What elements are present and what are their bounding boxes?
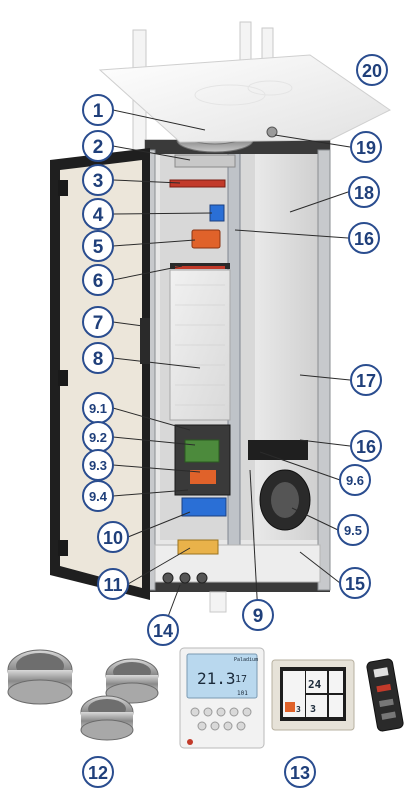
callout-9-4: 9.4 [82, 480, 114, 512]
controller-secondary-reading: 17 [235, 674, 247, 685]
callout-13: 13 [284, 756, 316, 788]
svg-text:9.6: 9.6 [346, 473, 364, 488]
svg-text:3: 3 [93, 171, 104, 192]
controller-bottom-reading: 101 [237, 690, 248, 697]
duct-rings [7, 649, 159, 741]
svg-text:2: 2 [93, 137, 104, 158]
svg-text:1: 1 [93, 101, 104, 122]
callout-18: 18 [348, 176, 380, 208]
svg-text:14: 14 [153, 621, 173, 641]
callout-10: 10 [97, 521, 129, 553]
touch-panel: 24 3 3 [271, 659, 355, 731]
callout-17: 17 [350, 364, 382, 396]
svg-text:9.1: 9.1 [89, 401, 107, 416]
leader-lines [112, 109, 351, 631]
svg-text:9.2: 9.2 [89, 430, 107, 445]
callout-6: 6 [82, 264, 114, 296]
touch-value-2: 3 [310, 704, 316, 715]
callout-3: 3 [82, 164, 114, 196]
callout-11: 11 [97, 568, 129, 600]
front-door [50, 148, 150, 600]
callout-9: 9 [242, 599, 274, 631]
svg-text:5: 5 [93, 237, 104, 258]
callout-20: 20 [356, 54, 388, 86]
callout-12: 12 [82, 756, 114, 788]
callout-9-5: 9.5 [337, 514, 369, 546]
svg-text:17: 17 [356, 371, 376, 391]
touch-value-1: 24 [308, 678, 322, 691]
controller-brand: Paladium [234, 657, 258, 663]
svg-text:10: 10 [103, 528, 123, 548]
internal-components [162, 126, 311, 584]
callout-9-6: 9.6 [339, 464, 371, 496]
callout-16-upper: 16 [348, 222, 380, 254]
callout-4: 4 [82, 198, 114, 230]
callout-7: 7 [82, 306, 114, 338]
svg-text:16: 16 [354, 229, 374, 249]
lcd-controller: Paladium 21.3 17 101 [179, 647, 265, 749]
remote-control [366, 658, 404, 732]
callout-16-lower: 16 [350, 430, 382, 462]
callout-1: 1 [82, 94, 114, 126]
callout-14: 14 [147, 614, 179, 646]
controller-main-reading: 21.3 [197, 669, 236, 688]
callout-9-3: 9.3 [82, 449, 114, 481]
callout-8: 8 [82, 342, 114, 374]
svg-text:12: 12 [88, 763, 108, 783]
svg-text:15: 15 [345, 574, 365, 594]
svg-text:9.4: 9.4 [89, 489, 108, 504]
svg-text:7: 7 [93, 313, 104, 334]
svg-text:18: 18 [354, 183, 374, 203]
svg-text:19: 19 [356, 138, 376, 158]
svg-text:8: 8 [93, 349, 104, 370]
svg-text:9.5: 9.5 [344, 523, 362, 538]
svg-text:13: 13 [290, 763, 310, 783]
callout-9-2: 9.2 [82, 421, 114, 453]
svg-text:9.3: 9.3 [89, 458, 107, 473]
callout-9-1: 9.1 [82, 392, 114, 424]
svg-text:9: 9 [253, 606, 264, 627]
touch-value-3: 3 [296, 705, 301, 714]
top-cover [98, 54, 391, 143]
callout-19: 19 [350, 131, 382, 163]
svg-text:20: 20 [362, 61, 382, 81]
svg-text:6: 6 [93, 271, 104, 292]
filter-texture [175, 284, 225, 406]
svg-text:16: 16 [356, 437, 376, 457]
callout-5: 5 [82, 230, 114, 262]
svg-text:4: 4 [93, 205, 104, 226]
callout-2: 2 [82, 130, 114, 162]
svg-text:11: 11 [103, 575, 122, 595]
callout-15: 15 [339, 567, 371, 599]
